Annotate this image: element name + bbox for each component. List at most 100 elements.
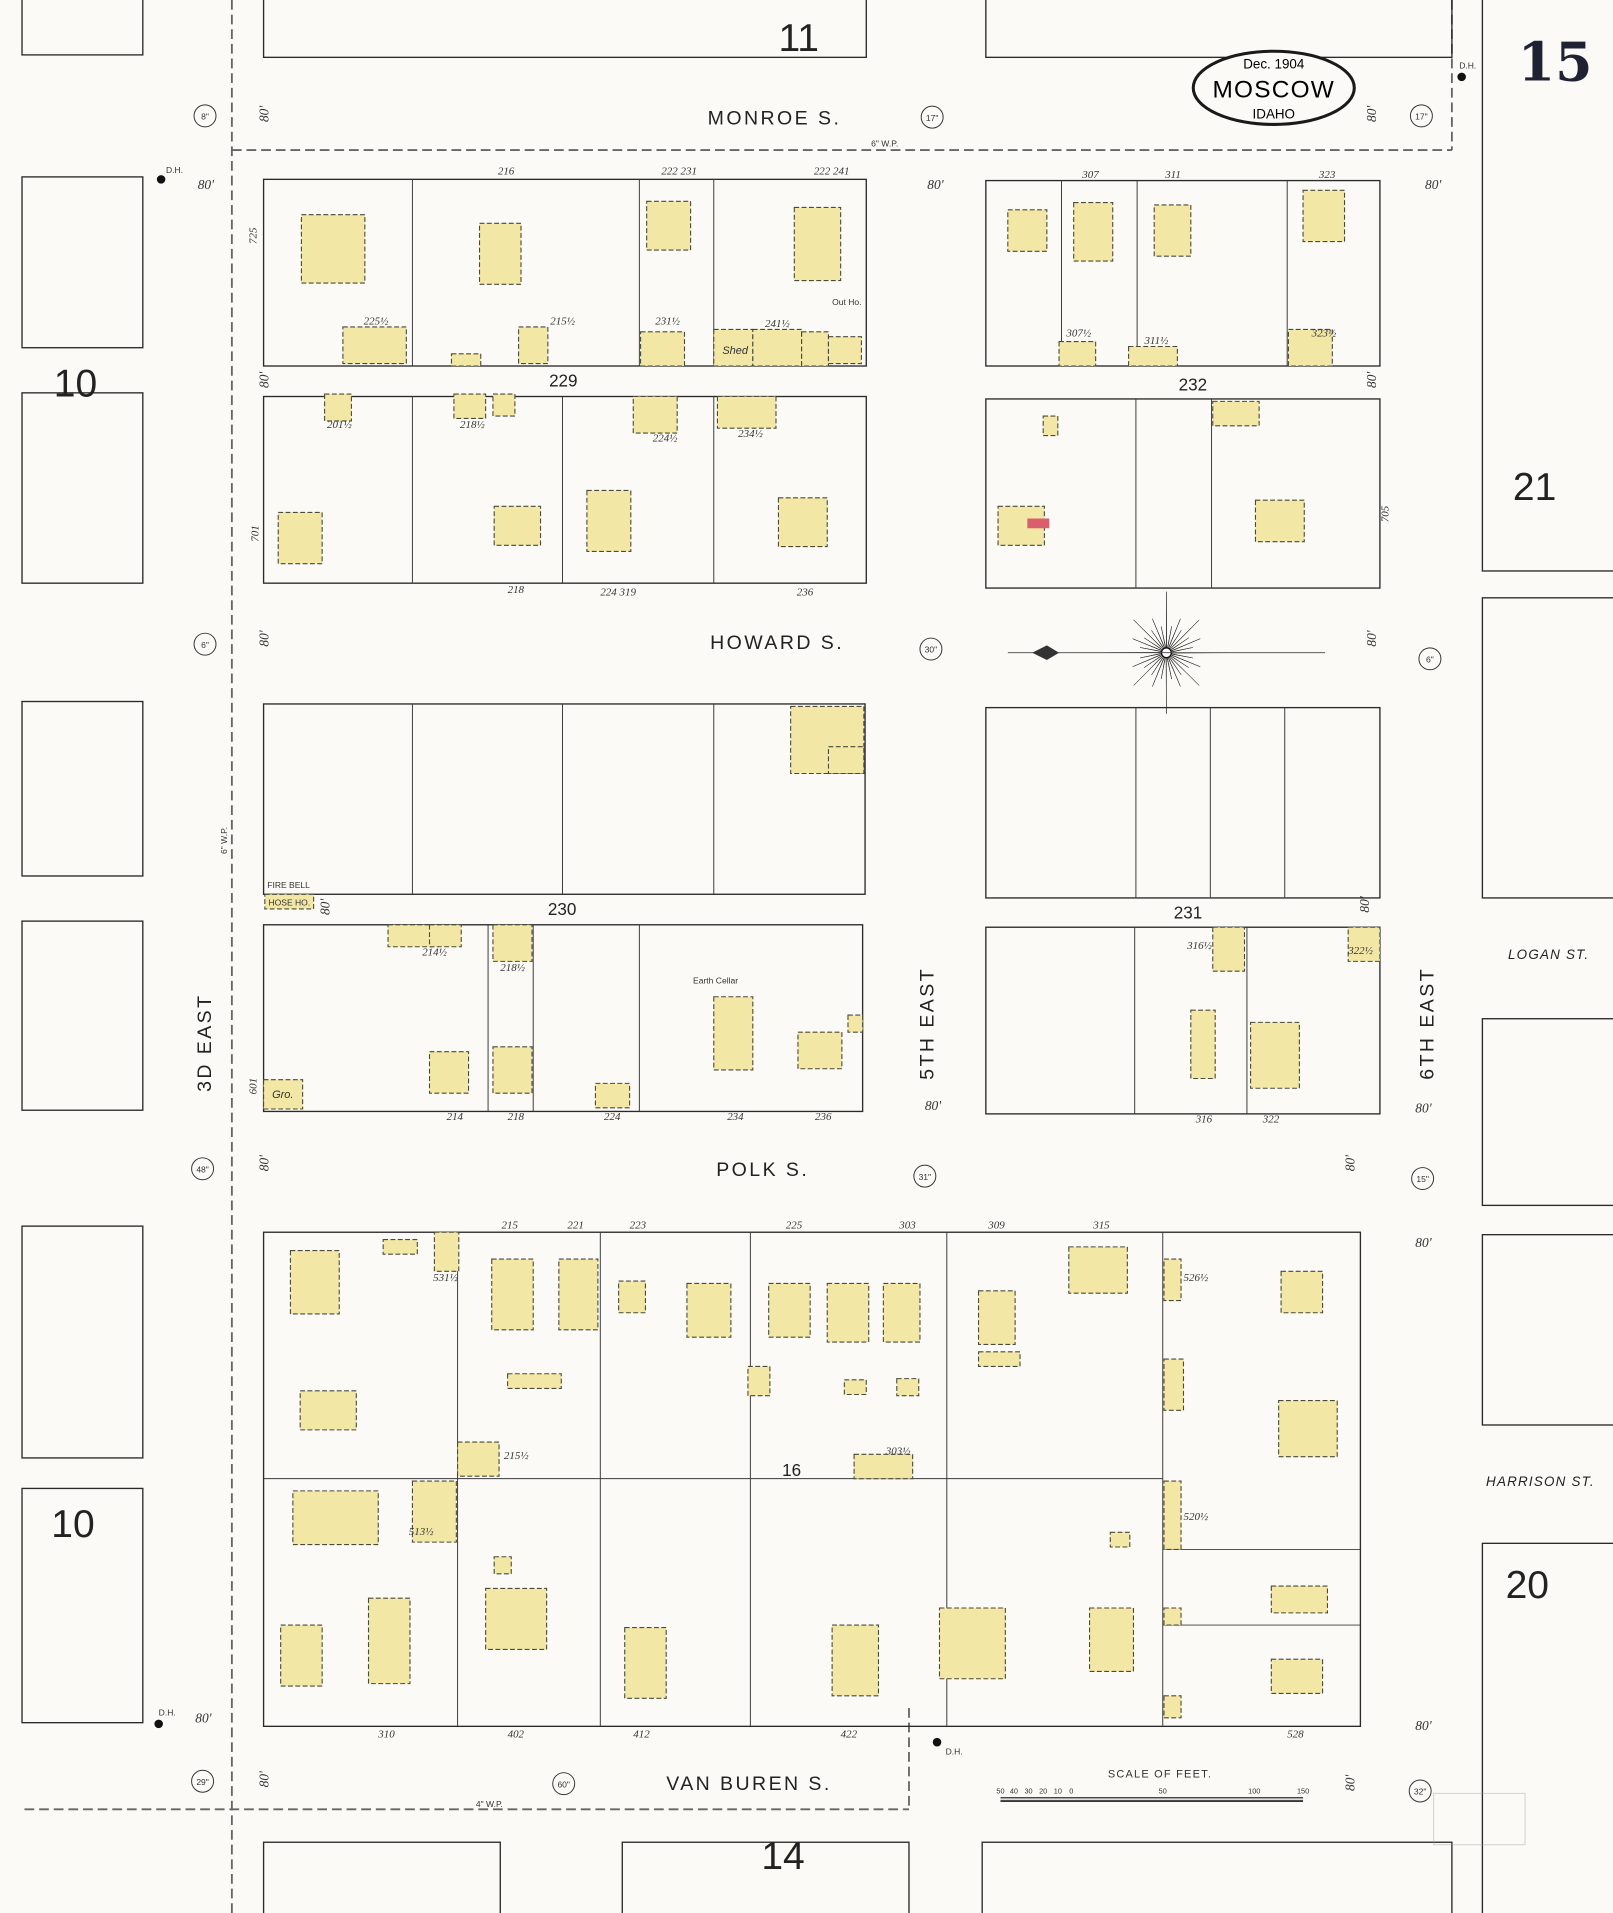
address-number: 225 — [786, 1220, 803, 1232]
street-width: 80' — [1415, 1718, 1432, 1733]
hydrant-size: 6" — [1426, 654, 1434, 664]
block-229-south — [262, 395, 867, 584]
street-width: 80' — [1364, 105, 1379, 122]
street-logan: LOGAN ST. — [1508, 947, 1589, 962]
address-number: 215 — [501, 1220, 518, 1232]
dwelling — [493, 505, 542, 546]
street-polk: POLK S. — [716, 1159, 809, 1181]
dwelling — [428, 924, 462, 948]
sheet-number: 15 — [1518, 31, 1593, 94]
title-cartouche: Dec. 1904 MOSCOW IDAHO — [1191, 49, 1356, 126]
dwelling — [507, 1373, 562, 1389]
dwelling — [826, 1282, 870, 1343]
dwelling — [747, 1365, 771, 1397]
dwelling — [640, 331, 686, 367]
dwelling — [977, 1351, 1021, 1367]
address-number: 303½ — [885, 1445, 911, 1457]
street-width: 80' — [256, 105, 271, 122]
address-number: 531½ — [433, 1272, 458, 1284]
address-number: 215½ — [550, 316, 575, 328]
hydrant-label: D.H. — [166, 165, 183, 175]
dwelling — [263, 1079, 304, 1110]
hydrant-size: 60" — [557, 1779, 570, 1789]
block-232-south — [985, 398, 1381, 589]
dwelling — [716, 395, 777, 429]
dwelling — [1347, 926, 1381, 962]
hydrant-icon — [913, 1164, 937, 1188]
double-hydrant — [1457, 72, 1466, 82]
address-number: 221 — [567, 1220, 583, 1232]
dwelling — [594, 1082, 631, 1109]
address-number: 323 — [1318, 169, 1336, 181]
dwelling — [518, 326, 549, 365]
dwelling — [292, 1490, 379, 1546]
hydrant-icon — [191, 1157, 215, 1181]
street-width: 80' — [256, 1770, 271, 1787]
address-number: 218 — [508, 584, 525, 596]
dwelling — [938, 1607, 1006, 1680]
address-number: 218½ — [500, 962, 525, 974]
address-number: 705 — [1379, 505, 1391, 522]
dwelling — [801, 331, 830, 367]
dwelling — [896, 1378, 920, 1397]
hydrant-icon — [1418, 647, 1442, 671]
address-number: 224 — [604, 1111, 621, 1123]
address-number: 214 — [447, 1111, 464, 1123]
scale-tick: 50 — [1159, 1786, 1167, 1795]
dwelling — [1128, 345, 1178, 367]
label-grocery: Gro. — [272, 1089, 293, 1101]
cartouche-state: IDAHO — [1253, 106, 1295, 121]
dwelling — [324, 393, 352, 422]
hydrant-size: 29" — [196, 1777, 209, 1787]
dwelling — [457, 1441, 500, 1477]
dwelling — [492, 1046, 533, 1094]
dwelling — [1250, 1021, 1300, 1089]
address-number: 216 — [498, 165, 515, 177]
dwelling — [1163, 1358, 1185, 1411]
sheet-ref-left-bottom: 10 — [51, 1503, 94, 1546]
hydrant-label: D.H. — [159, 1707, 176, 1717]
address-number: 201½ — [327, 419, 352, 431]
street-third-east: 3D EAST — [194, 994, 216, 1092]
dwelling — [1212, 400, 1260, 427]
address-number: 218 — [508, 1111, 525, 1123]
lot-lines — [263, 179, 1361, 1727]
street-width: 80' — [1425, 177, 1442, 192]
adjacent-blocks-right — [1481, 0, 1613, 1913]
dwelling — [847, 1014, 864, 1033]
block-231-south — [985, 926, 1381, 1115]
block-number: 16 — [782, 1461, 801, 1480]
hose-house — [264, 893, 315, 910]
address-number: 214½ — [422, 946, 447, 958]
dwelling — [1278, 1400, 1338, 1458]
sheet-ref-left-top: 10 — [54, 363, 97, 406]
dwelling — [713, 996, 754, 1071]
address-number: 316½ — [1186, 940, 1212, 952]
sheet-ref-bottom: 14 — [761, 1835, 804, 1878]
street-width: 80' — [1364, 629, 1379, 646]
dwelling — [382, 1238, 418, 1255]
block-number: 231 — [1174, 904, 1203, 923]
street-width: 80' — [256, 371, 271, 388]
address-number: 234½ — [738, 428, 763, 440]
dwelling — [977, 1290, 1016, 1346]
dwelling — [827, 336, 862, 365]
dwelling — [1163, 1607, 1182, 1626]
scale-tick: 50 — [996, 1786, 1004, 1795]
address-number: 307½ — [1065, 328, 1091, 340]
hydrant-icon — [1408, 1779, 1432, 1803]
address-number: 222 241 — [814, 165, 850, 177]
hydrant-label: D.H. — [946, 1746, 963, 1756]
address-number: 225½ — [364, 316, 389, 328]
dwelling — [280, 1624, 323, 1687]
compass-rose-icon — [1007, 591, 1326, 714]
hydrant-size: 15" — [1416, 1174, 1429, 1184]
dwelling — [1153, 204, 1192, 257]
street-width: 80' — [256, 1154, 271, 1171]
dwelling — [713, 328, 754, 367]
address-number: 402 — [508, 1728, 525, 1740]
address-number: 241½ — [765, 318, 790, 330]
address-number: 701 — [250, 525, 262, 541]
address-number: 303 — [898, 1220, 916, 1232]
street-width: 80' — [1342, 1774, 1357, 1791]
